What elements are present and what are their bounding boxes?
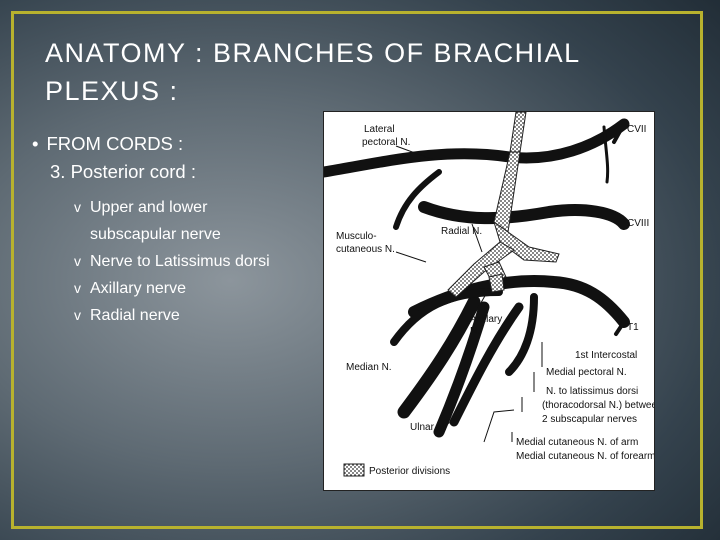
bullet-dot-icon: • <box>32 133 39 154</box>
slide-frame <box>11 11 703 529</box>
legend-swatch <box>343 463 365 477</box>
list-item: v Nerve to Latissimus dorsi <box>74 248 332 275</box>
list-item: v Axillary nerve <box>74 275 332 302</box>
bullet-text: FROM CORDS : <box>46 133 184 154</box>
subheading-posterior-cord: 3. Posterior cord : <box>50 161 197 182</box>
label-t1: T1 <box>627 322 639 333</box>
bullet-from-cords: • FROM CORDS : <box>32 130 332 158</box>
label-axillary-2: N. <box>470 326 480 337</box>
label-med-cut-forearm: Medial cutaneous N. of forearm <box>516 451 654 462</box>
posterior-divisions-shapes <box>447 112 560 298</box>
label-lateral-pectoral-2: pectoral N. <box>362 137 410 148</box>
nerve-trunks <box>324 118 630 438</box>
label-ulnar: Ulnar N. <box>410 422 447 433</box>
label-musculocutaneous: Musculo- <box>336 231 377 242</box>
checkmark-bullet-icon: v <box>74 199 81 215</box>
label-first-intercostal: 1st Intercostal <box>575 350 637 361</box>
slide-content: • FROM CORDS : 3. Posterior cord : v Uppe… <box>32 130 332 329</box>
list-item: v Upper and lower subscapular nerve <box>74 194 332 248</box>
label-latissimus: N. to latissimus dorsi <box>546 386 638 397</box>
label-latissimus-2: (thoracodorsal N.) between <box>542 400 654 411</box>
legend-posterior-divisions: Posterior divisions <box>369 466 450 477</box>
brachial-plexus-diagram: Lateral pectoral N. CVII CVIII T1 Radial… <box>323 111 655 491</box>
list-item-text: Nerve to Latissimus dorsi <box>90 253 270 270</box>
label-lateral-pectoral: Lateral <box>364 124 395 135</box>
label-radial: Radial N. <box>441 226 482 237</box>
checkmark-bullet-icon: v <box>74 280 81 296</box>
list-item-text: Radial nerve <box>90 307 180 324</box>
label-latissimus-3: 2 subscapular nerves <box>542 414 637 425</box>
checkmark-bullet-icon: v <box>74 307 81 323</box>
list-item-text-cont: subscapular nerve <box>90 226 221 243</box>
list-item-text: Upper and lower <box>90 199 208 216</box>
leader-lines <box>395 145 543 443</box>
label-axillary: Axillary <box>470 314 502 325</box>
brachial-plexus-illustration: Lateral pectoral N. CVII CVIII T1 Radial… <box>324 112 654 477</box>
slide-title: ANATOMY : BRANCHES OF BRACHIAL PLEXUS : <box>45 34 685 110</box>
label-median: Median N. <box>346 362 392 373</box>
title-line-2: PLEXUS : <box>45 76 179 106</box>
list-item-text: Axillary nerve <box>90 280 187 297</box>
label-med-cut-arm: Medial cutaneous N. of arm <box>516 437 638 448</box>
title-line-1: ANATOMY : BRANCHES OF BRACHIAL <box>45 38 581 68</box>
label-cviii: CVIII <box>627 218 649 229</box>
label-musculocutaneous-2: cutaneous N. <box>336 244 395 255</box>
label-cvii: CVII <box>627 124 646 135</box>
list-item: v Radial nerve <box>74 302 332 329</box>
checkmark-bullet-icon: v <box>74 253 81 269</box>
label-medial-pectoral: Medial pectoral N. <box>546 367 627 378</box>
posterior-cord-branches: v Upper and lower subscapular nerve v Ne… <box>32 194 332 329</box>
